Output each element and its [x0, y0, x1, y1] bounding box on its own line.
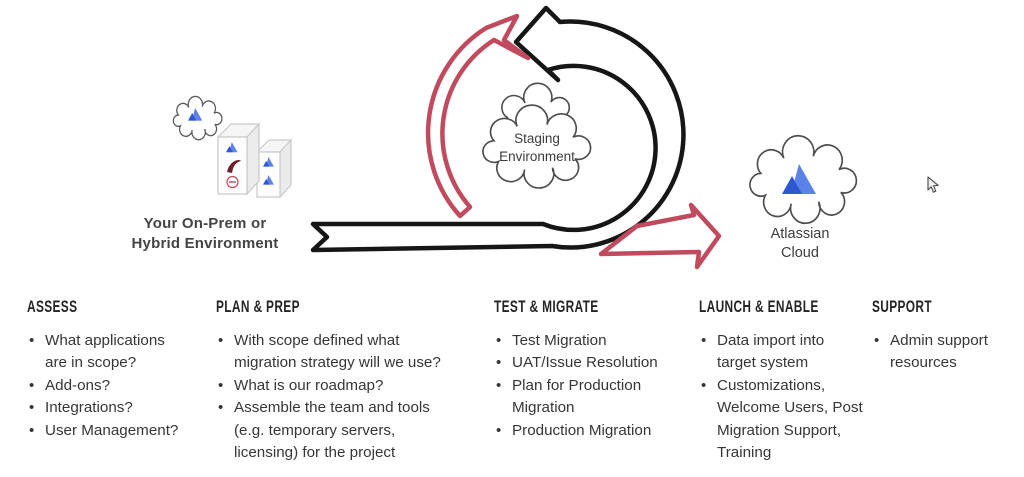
- red-iteration-arrow: [425, 13, 531, 219]
- phase-columns: ASSESS What applications are in scope?Ad…: [0, 297, 1024, 477]
- bullet-item: Customizations, Welcome Users, Post Migr…: [699, 375, 879, 465]
- column-items: Data import into target systemCustomizat…: [699, 330, 879, 464]
- column-heading: TEST & MIGRATE: [494, 297, 599, 316]
- server-towers-icon: [216, 122, 293, 199]
- staging-environment-label: Staging Environment: [499, 131, 575, 164]
- bullet-item: Plan for Production Migration: [494, 375, 689, 420]
- onprem-label: Your On-Prem or Hybrid Environment: [131, 215, 279, 252]
- column-heading: ASSESS: [27, 297, 78, 316]
- red-migration-arrow: [598, 202, 722, 270]
- bullet-item: Assemble the team and tools (e.g. tempor…: [216, 397, 471, 464]
- bullet-item: What is our roadmap?: [216, 375, 471, 398]
- bullet-item: Test Migration: [494, 330, 689, 353]
- column-test-migrate: TEST & MIGRATE Test MigrationUAT/Issue R…: [494, 297, 689, 442]
- bullet-item: UAT/Issue Resolution: [494, 352, 689, 375]
- column-heading: SUPPORT: [872, 297, 932, 316]
- bullet-item: Integrations?: [27, 397, 185, 420]
- staging-cloud-icon: [482, 104, 592, 189]
- column-items: Admin support resources: [872, 330, 1002, 375]
- bullet-item: Production Migration: [494, 420, 689, 443]
- black-loop-arrow: [310, 5, 686, 253]
- atlassian-logo: [782, 164, 816, 194]
- column-heading: PLAN & PREP: [216, 297, 300, 316]
- bullet-item: With scope defined what migration strate…: [216, 330, 471, 375]
- maroon-app-logo: [227, 160, 241, 173]
- column-items: With scope defined what migration strate…: [216, 330, 471, 464]
- column-launch-enable: LAUNCH & ENABLE Data import into target …: [699, 297, 879, 464]
- column-assess: ASSESS What applications are in scope?Ad…: [27, 297, 185, 442]
- bullet-item: Data import into target system: [699, 330, 879, 375]
- bullet-item: What applications are in scope?: [27, 330, 185, 375]
- bullet-item: Add-ons?: [27, 375, 185, 398]
- bullet-item: User Management?: [27, 420, 185, 443]
- onprem-cloud-logo: [188, 108, 203, 121]
- mouse-cursor: [927, 176, 939, 193]
- bullet-item: Admin support resources: [872, 330, 1002, 375]
- atlassian-cloud-label: Atlassian Cloud: [770, 226, 830, 261]
- staging-cloud-bump: [501, 82, 571, 119]
- column-items: What applications are in scope?Add-ons?I…: [27, 330, 185, 442]
- column-support: SUPPORT Admin support resources: [872, 297, 1002, 375]
- column-heading: LAUNCH & ENABLE: [699, 297, 819, 316]
- column-items: Test MigrationUAT/Issue ResolutionPlan f…: [494, 330, 689, 442]
- column-plan-prep: PLAN & PREP With scope defined what migr…: [216, 297, 471, 464]
